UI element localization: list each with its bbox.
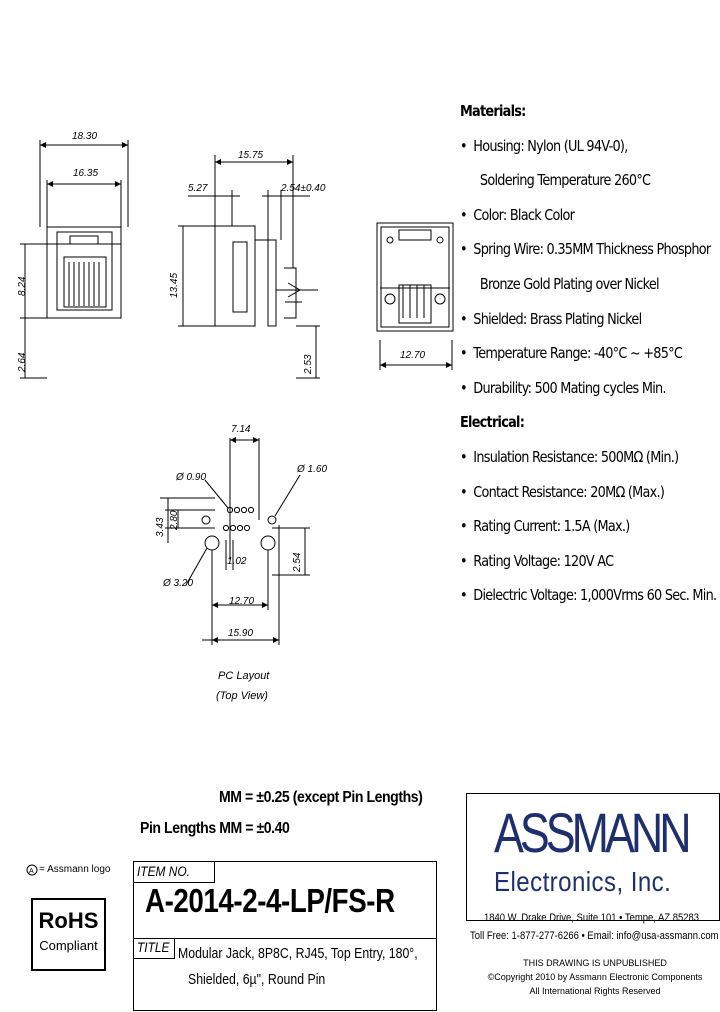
tolerance-general: MM = ±0.25 (except Pin Lengths) xyxy=(219,789,423,806)
electrical-heading: Electrical: xyxy=(460,413,525,432)
side-view xyxy=(178,155,320,379)
item-no-label: ITEM NO. xyxy=(137,863,190,879)
spec-item: Durability: 500 Mating cycles Min. xyxy=(460,371,676,406)
pc-dim-pitch: 1.02 xyxy=(227,556,247,567)
spec-item: Dielectric Voltage: 1,000Vrms 60 Sec. Mi… xyxy=(460,578,717,613)
copyright: ©Copyright 2010 by Assmann Electronic Co… xyxy=(487,972,703,982)
dim-top-width: 12.70 xyxy=(400,350,426,361)
spec-item: Rating Current: 1.5A (Max.) xyxy=(460,509,676,544)
front-view xyxy=(20,140,129,379)
dim-side-pitch: 2.54±0.40 xyxy=(281,183,326,194)
title-desc-line1: Modular Jack, 8P8C, RJ45, Top Entry, 180… xyxy=(178,945,418,962)
title-block xyxy=(133,861,437,1011)
assmann-mark-icon: A xyxy=(26,864,38,876)
pc-layout-drawing xyxy=(160,438,310,645)
company-subname: Electronics, Inc. xyxy=(494,866,672,897)
spec-item: Shielded: Brass Plating Nickel xyxy=(460,302,676,337)
spec-item: Insulation Resistance: 500MΩ (Min.) xyxy=(460,440,679,475)
spec-item: Temperature Range: -40°C ~ +85°C xyxy=(460,336,683,371)
dim-front-width-overall: 18.30 xyxy=(72,131,98,142)
pc-hole-large: Ø 3.20 xyxy=(163,578,194,589)
dim-side-pin: 2.53 xyxy=(303,354,314,374)
spec-item: Color: Black Color xyxy=(460,198,676,233)
top-view xyxy=(376,222,454,370)
pc-hole-small: Ø 0.90 xyxy=(176,472,207,483)
dim-front-pin: 2.64 xyxy=(17,352,28,372)
materials-heading: Materials: xyxy=(460,102,526,120)
dim-side-height: 13.45 xyxy=(169,272,180,298)
company-address: 1840 W. Drake Drive, Suite 101 • Tempe, … xyxy=(484,912,700,924)
rohs-subtitle: Compliant xyxy=(39,938,98,953)
pc-layout-subcaption: (Top View) xyxy=(216,690,268,702)
spec-item: Contact Resistance: 20MΩ (Max.) xyxy=(460,475,676,510)
pc-layout-caption: PC Layout xyxy=(218,670,270,682)
pc-hole-med: Ø 1.60 xyxy=(297,464,328,475)
title-label: TITLE xyxy=(137,939,170,955)
drawing-notice: THIS DRAWING IS UNPUBLISHED xyxy=(523,958,667,968)
title-desc-line2: Shielded, 6µ", Round Pin xyxy=(188,971,326,988)
pc-dim-v1: 3.43 xyxy=(155,517,166,537)
svg-text:A: A xyxy=(29,868,34,875)
tolerance-pins: Pin Lengths MM = ±0.40 xyxy=(140,820,290,837)
rights: All International Rights Reserved xyxy=(529,986,661,996)
pc-dim-v2: 2.80 xyxy=(169,510,180,530)
dim-side-offset: 5.27 xyxy=(188,183,208,194)
rohs-badge: RoHS Compliant xyxy=(31,898,106,971)
spec-item-continued: Bronze Gold Plating over Nickel xyxy=(479,274,660,293)
pc-dim-w2: 15.90 xyxy=(228,628,254,639)
company-contact: Toll Free: 1-877-277-6266 • Email: info@… xyxy=(470,930,719,942)
pc-dim-v3: 2.54 xyxy=(292,552,303,572)
spec-item: Spring Wire: 0.35MM Thickness Phosphor xyxy=(460,232,711,267)
spec-item: Housing: Nylon (UL 94V-0), xyxy=(460,129,676,164)
company-name: ASSMANN xyxy=(494,801,692,864)
dim-side-length: 15.75 xyxy=(238,150,264,161)
pc-dim-d1: 7.14 xyxy=(231,424,251,435)
dim-front-height: 8.24 xyxy=(17,276,28,296)
spec-item-continued: Soldering Temperature 260°C xyxy=(479,171,651,190)
spec-list: Materials: Housing: Nylon (UL 94V-0), So… xyxy=(460,94,717,613)
rohs-title: RoHS xyxy=(38,908,99,933)
pc-dim-w1: 12.70 xyxy=(229,596,255,607)
part-number: A-2014-2-4-LP/FS-R xyxy=(145,882,395,919)
logo-note: = Assmann logo xyxy=(39,864,111,875)
dim-front-width-inner: 16.35 xyxy=(73,168,99,179)
spec-item: Rating Voltage: 120V AC xyxy=(460,544,676,579)
dimension-arrows xyxy=(40,142,452,643)
